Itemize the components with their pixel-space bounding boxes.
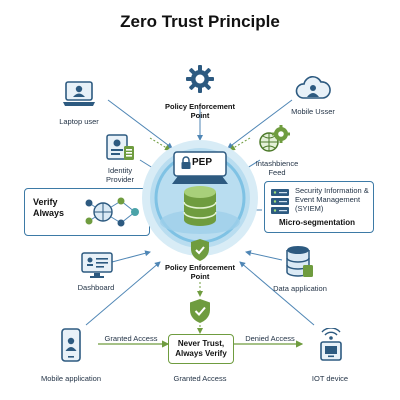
- never-trust-box: Never Trust, Always Verify: [168, 334, 234, 364]
- lock-icon: [180, 156, 192, 170]
- page-title: Zero Trust Principle: [120, 12, 280, 31]
- mobile-phone-icon: [60, 328, 82, 362]
- never-trust-label: Never Trust, Always Verify: [175, 339, 227, 358]
- globe-gear-icon: [257, 124, 291, 156]
- intelligence-feed-label: Intashbience Feed: [255, 159, 299, 177]
- denied-access-label: Denied Access: [245, 334, 295, 343]
- data-application-label: Data application: [273, 284, 327, 293]
- gear-icon: [185, 64, 215, 94]
- pep-core: PEP: [140, 138, 260, 258]
- verify-always-label: Verify Always: [33, 197, 65, 218]
- mobile-application-label: Mobile application: [40, 374, 102, 383]
- network-globe-icon: [81, 193, 143, 231]
- database-icon: [284, 245, 314, 279]
- mobile-user-label: Mobile Usser: [291, 107, 335, 116]
- siem-box: Security Information & Event Management …: [264, 181, 374, 233]
- server-rack-icon: [269, 188, 291, 216]
- shield-check-icon: [189, 298, 211, 324]
- micro-segmentation-label: Micro-segmentation: [279, 218, 356, 227]
- dashboard-label: Dashboard: [77, 283, 115, 292]
- verify-always-box: Verify Always: [24, 188, 150, 236]
- laptop-user-icon: [62, 80, 96, 108]
- iot-device-icon: [316, 327, 346, 362]
- core-label: Policy Enforcement Point: [164, 263, 236, 281]
- granted-access-label: Granted Access: [104, 334, 158, 343]
- pep-badge: PEP: [192, 157, 213, 168]
- identity-provider-label: Identity Provider: [106, 166, 134, 184]
- laptop-user-label: Laptop user: [59, 117, 99, 126]
- top-node-label: Policy Enforcement Point: [164, 102, 236, 120]
- dashboard-monitor-icon: [80, 251, 114, 279]
- cloud-user-icon: [294, 74, 332, 102]
- granted-access-bottom-label: Granted Access: [173, 374, 227, 383]
- database-stack-icon: [180, 184, 220, 228]
- iot-device-label: IOT device: [311, 374, 349, 383]
- siem-label: Security Information & Event Management …: [295, 186, 369, 213]
- identity-card-icon: [104, 132, 136, 162]
- shield-check-icon: [190, 238, 210, 262]
